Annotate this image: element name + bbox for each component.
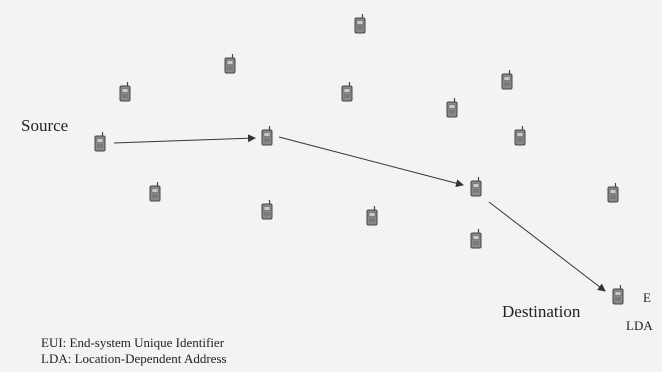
- destination-label: Destination: [502, 302, 581, 321]
- mobile-device-icon: [224, 53, 236, 74]
- destination-device-icon: [612, 284, 624, 305]
- legend-eui: EUI: End-system Unique Identifier: [41, 335, 225, 350]
- route-arrow-3: [488, 201, 606, 292]
- relay-device-icon: [470, 176, 482, 197]
- mobile-device-icon: [470, 228, 482, 249]
- mobile-device-icon: [501, 69, 513, 90]
- mobile-device-icon: [261, 199, 273, 220]
- route-arrow-1: [113, 134, 256, 144]
- mobile-device-icon: [366, 205, 378, 226]
- mobile-device-icon: [341, 81, 353, 102]
- mobile-device-icon: [607, 182, 619, 203]
- mobile-device-icon: [514, 125, 526, 146]
- mobile-device-icon: [119, 81, 131, 102]
- relay-device-icon: [261, 125, 273, 146]
- legend: EUI: End-system Unique Identifier LDA: L…: [41, 335, 227, 367]
- clipped-lda-label: LDA: [626, 318, 653, 333]
- legend-lda: LDA: Location-Dependent Address: [41, 351, 227, 366]
- route-arrow-2: [278, 136, 464, 188]
- mobile-device-icon: [149, 181, 161, 202]
- source-label: Source: [21, 116, 69, 135]
- source-device-icon: [94, 131, 106, 152]
- mobile-device-icon: [354, 13, 366, 34]
- clipped-eui-label: E: [643, 290, 651, 305]
- mobile-device-icon: [446, 97, 458, 118]
